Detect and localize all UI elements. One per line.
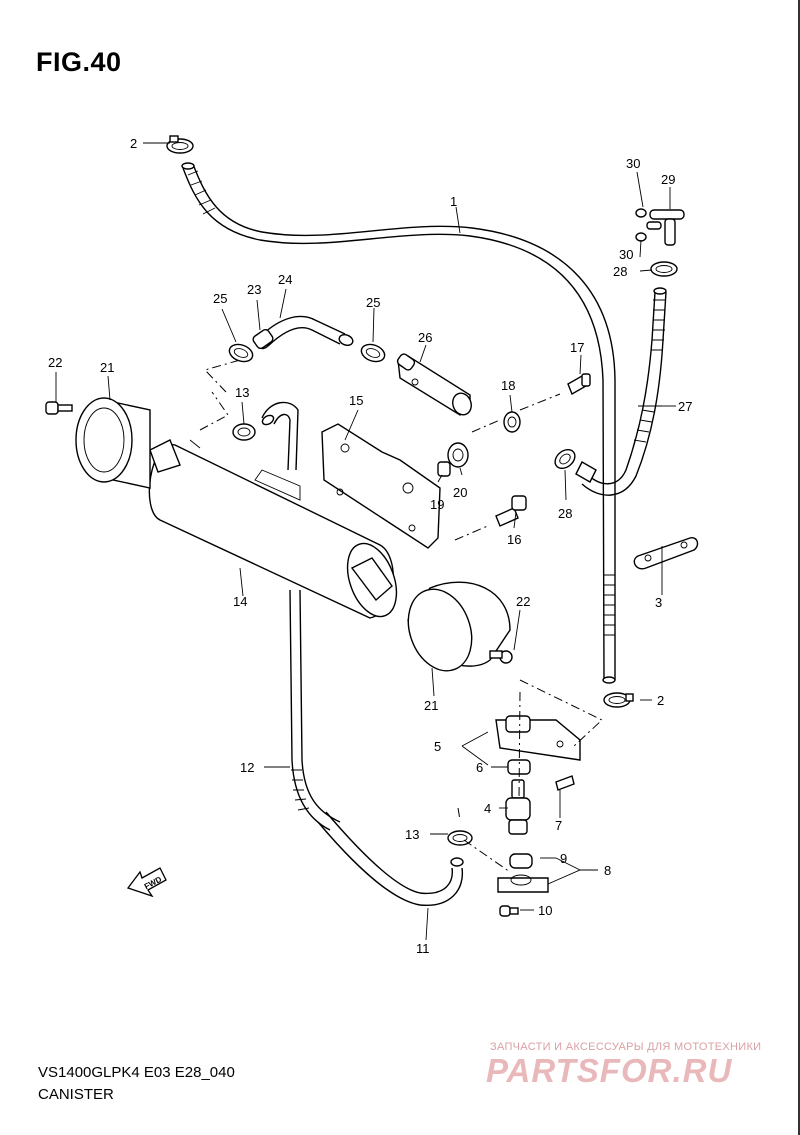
section-name: CANISTER [38, 1086, 114, 1103]
part-22-screw-left [45, 401, 73, 415]
callout-2-top: 2 [130, 136, 137, 151]
part-30-caps [635, 208, 662, 242]
part-28-clamp-top [650, 261, 678, 277]
callout-5: 5 [434, 739, 441, 754]
part-21-end-cap-right [407, 581, 511, 672]
callout-2-bottom: 2 [657, 693, 664, 708]
part-17-bolt [567, 373, 591, 396]
callout-27: 27 [678, 399, 692, 414]
callout-9: 9 [560, 851, 567, 866]
callout-22-left: 22 [48, 355, 62, 370]
callout-30-top: 30 [626, 156, 640, 171]
callout-12: 12 [240, 760, 254, 775]
callout-24: 24 [278, 272, 292, 287]
part-20-grommet [447, 442, 469, 468]
callout-16: 16 [507, 532, 521, 547]
part-18-washer [503, 411, 521, 433]
watermark-logo: PARTSFOR.RU [486, 1052, 733, 1089]
part-28-clamp-mid [554, 448, 576, 470]
part-3-bracket [633, 537, 699, 570]
callout-19: 19 [430, 497, 444, 512]
phantom-lines [199, 359, 603, 873]
callout-18: 18 [501, 378, 515, 393]
callout-25-right: 25 [366, 295, 380, 310]
callout-13-bottom: 13 [405, 827, 419, 842]
part-12-hose [289, 589, 341, 831]
callout-23: 23 [247, 282, 261, 297]
callout-10: 10 [538, 903, 552, 918]
part-23-joint [252, 328, 274, 350]
callout-25-left: 25 [213, 291, 227, 306]
callout-21-left: 21 [100, 360, 114, 375]
part-14-canister [148, 439, 398, 619]
callout-7: 7 [555, 818, 562, 833]
watermark-tagline: ЗАПЧАСТИ И АКСЕССУАРЫ ДЛЯ МОТОТЕХНИКИ [490, 1041, 762, 1053]
callout-4: 4 [484, 801, 491, 816]
callout-14: 14 [233, 594, 247, 609]
part-13-clamp-top [232, 423, 256, 441]
callout-17: 17 [570, 340, 584, 355]
callout-26: 26 [418, 330, 432, 345]
callout-11: 11 [416, 941, 430, 956]
part-15-bracket-plate [321, 423, 441, 549]
callout-20: 20 [453, 485, 467, 500]
callout-28-top: 28 [613, 264, 627, 279]
callout-15: 15 [349, 393, 363, 408]
part-4-fuel-filter [505, 779, 531, 835]
part-9-cushion [509, 853, 533, 869]
canister-hose-top [261, 401, 299, 471]
callout-3: 3 [655, 595, 662, 610]
callout-1: 1 [450, 194, 457, 209]
callout-8: 8 [604, 863, 611, 878]
part-1-hose [181, 162, 616, 684]
callout-labels: 1 2 2 3 4 5 6 7 8 9 10 11 12 13 13 14 15… [48, 136, 692, 956]
part-22-screw-right [489, 650, 513, 664]
callout-30-bottom: 30 [619, 247, 633, 262]
fwd-arrow-icon: FWD [126, 867, 167, 898]
part-8-bracket [497, 874, 549, 893]
part-21-end-cap-left [75, 397, 151, 489]
part-2-clamp-bottom [603, 692, 634, 708]
leader-lines [55, 142, 676, 941]
part-5-bracket [495, 715, 581, 761]
callout-21-right: 21 [424, 698, 438, 713]
model-code: VS1400GLPK4 E03 E28_040 [38, 1064, 235, 1081]
part-25-clamp-left [228, 343, 254, 363]
page-border [798, 0, 800, 1135]
callout-29: 29 [661, 172, 675, 187]
part-27-hose [575, 287, 667, 496]
part-11-hose [317, 811, 464, 906]
part-7-screw [555, 775, 575, 791]
callout-13-top: 13 [235, 385, 249, 400]
callout-22-right: 22 [516, 594, 530, 609]
callout-28-mid: 28 [558, 506, 572, 521]
figure-title: FIG.40 [36, 47, 122, 77]
part-19-collar [437, 461, 451, 477]
callout-6: 6 [476, 760, 483, 775]
part-16-bolt [495, 495, 527, 527]
part-29-tee-fitting [649, 209, 685, 246]
part-10-screw [499, 905, 519, 917]
part-25-clamp-right [360, 343, 386, 363]
part-2-clamp-top [166, 135, 194, 154]
part-26-valve [396, 353, 472, 416]
